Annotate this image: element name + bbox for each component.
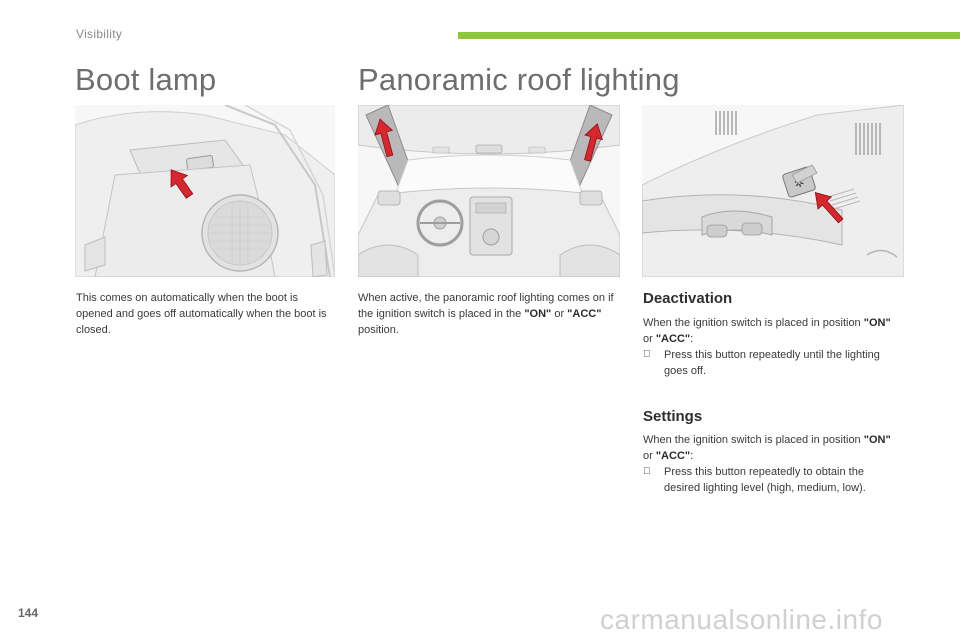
deact-on: "ON"	[863, 317, 891, 329]
section-label: Visibility	[76, 27, 123, 41]
desc-on: "ON"	[524, 308, 552, 320]
boot-lamp-description: This comes on automatically when the boo…	[76, 292, 327, 336]
set-intro-text: When the ignition switch is placed in po…	[643, 434, 864, 446]
set-colon: :	[690, 450, 694, 462]
settings-steps:  Press this button repeatedly to obtain …	[643, 464, 903, 496]
deact-intro-text: When the ignition switch is placed in po…	[643, 317, 864, 329]
deact-step-text: Press this button repeatedly until the l…	[664, 349, 880, 377]
page-number: 144	[18, 606, 39, 620]
desc-or: or	[551, 308, 568, 320]
deactivation-steps:  Press this button repeatedly until the …	[643, 347, 903, 379]
desc-text-1: When active, the panoramic roof lighting…	[358, 292, 614, 320]
deactivation-text: When the ignition switch is placed in po…	[643, 315, 903, 379]
settings-step:  Press this button repeatedly to obtain …	[643, 464, 903, 496]
deactivation-step:  Press this button repeatedly until the …	[643, 347, 903, 379]
boot-lamp-title: Boot lamp	[75, 62, 217, 97]
panoramic-roof-title: Panoramic roof lighting	[358, 62, 680, 97]
set-or: or	[643, 450, 656, 462]
panoramic-roof-description: When active, the panoramic roof lighting…	[358, 290, 622, 338]
watermark: carmanualsonline.info	[600, 604, 883, 635]
settings-text: When the ignition switch is placed in po…	[643, 432, 903, 496]
deact-acc: "ACC"	[655, 333, 691, 345]
deactivation-heading: Deactivation	[643, 290, 733, 307]
deactivation-intro: When the ignition switch is placed in po…	[643, 315, 903, 347]
set-on: "ON"	[863, 434, 891, 446]
desc-text-2: position.	[358, 324, 399, 336]
bullet-icon: 	[643, 347, 651, 363]
desc-acc: "ACC"	[567, 308, 602, 320]
roof-console-illustration: ✲	[642, 105, 904, 277]
panoramic-roof-illustration	[358, 105, 620, 277]
settings-intro: When the ignition switch is placed in po…	[643, 432, 903, 464]
boot-lamp-illustration	[75, 105, 335, 277]
set-acc: "ACC"	[655, 450, 691, 462]
set-step-text: Press this button repeatedly to obtain t…	[664, 466, 866, 494]
section-accent-bar	[458, 32, 960, 39]
settings-heading: Settings	[643, 408, 703, 425]
deact-colon: :	[690, 333, 694, 345]
deact-or: or	[643, 333, 656, 345]
bullet-icon: 	[643, 464, 651, 480]
